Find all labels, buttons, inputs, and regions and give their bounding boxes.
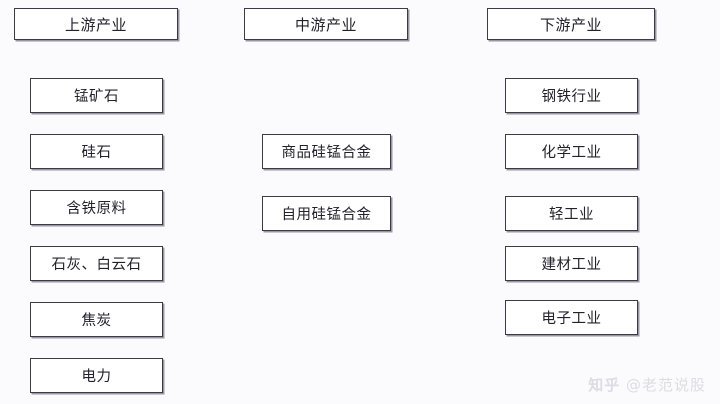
node-upstream-1: 硅石 [30, 134, 163, 169]
node-upstream-0: 锰矿石 [30, 78, 163, 113]
zhihu-logo-text: 知乎 [588, 376, 621, 394]
node-upstream-5: 电力 [30, 358, 163, 393]
node-upstream-3: 石灰、白云石 [30, 246, 163, 281]
node-downstream-2: 轻工业 [505, 196, 638, 231]
watermark-handle: @老范说股 [625, 376, 706, 394]
column-header-upstream: 上游产业 [14, 8, 178, 40]
node-upstream-4: 焦炭 [30, 302, 163, 337]
column-header-downstream: 下游产业 [487, 8, 655, 40]
watermark: 知乎 @老范说股 [588, 374, 706, 395]
node-downstream-1: 化学工业 [505, 134, 638, 169]
node-downstream-4: 电子工业 [505, 300, 638, 335]
node-midstream-1: 自用硅锰合金 [262, 196, 391, 231]
node-midstream-0: 商品硅锰合金 [262, 134, 391, 169]
node-downstream-3: 建材工业 [505, 246, 638, 281]
node-upstream-2: 含铁原料 [30, 190, 163, 225]
node-downstream-0: 钢铁行业 [505, 78, 638, 113]
column-header-midstream: 中游产业 [244, 8, 408, 40]
